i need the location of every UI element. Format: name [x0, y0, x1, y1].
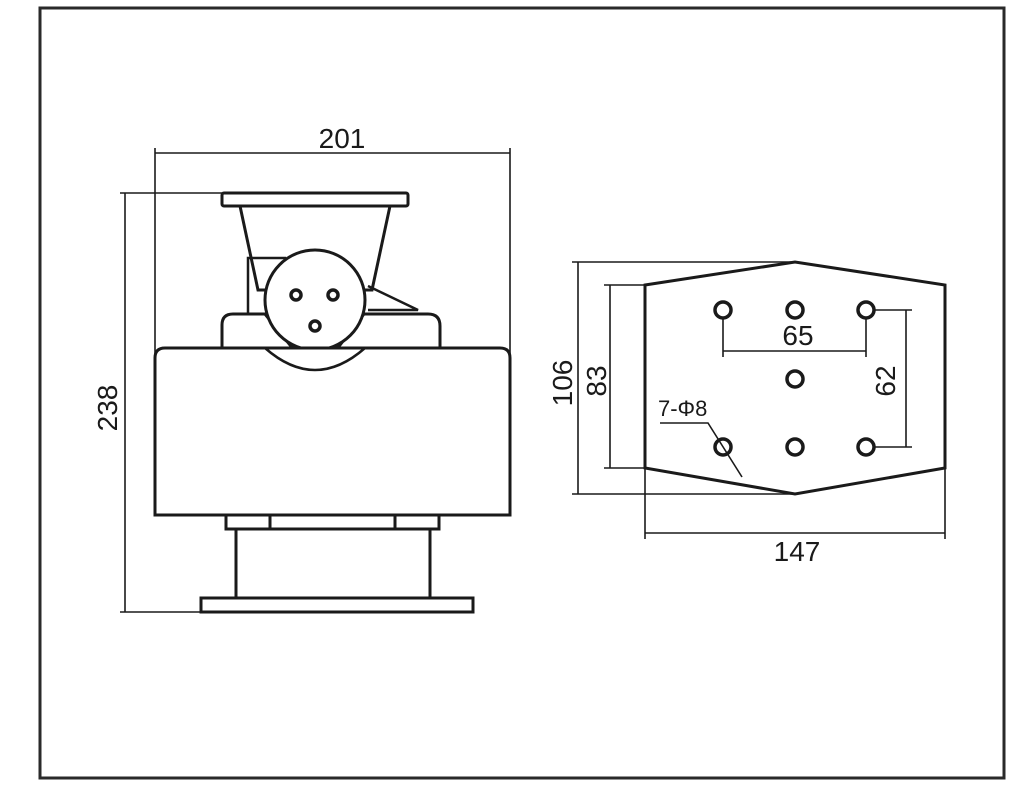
- connector-circle: [263, 248, 367, 352]
- hole-spec-callout: 7-Φ8: [658, 396, 743, 478]
- dimension-label-201: 201: [319, 123, 366, 154]
- dimension-label-83: 83: [581, 365, 612, 396]
- horn-flange: [220, 191, 410, 208]
- dimension-height-83: 83: [581, 284, 645, 469]
- main-body: [153, 346, 512, 517]
- side-bracket-diagonal: [367, 284, 419, 312]
- dimension-label-238: 238: [92, 385, 123, 432]
- mounting-hole-3: [856, 300, 876, 320]
- dimension-label-106: 106: [547, 360, 578, 407]
- dimension-label-147: 147: [774, 536, 821, 567]
- dimension-label-62: 62: [870, 365, 901, 396]
- connector-pin-3: [308, 319, 322, 333]
- mounting-hole-7: [856, 437, 876, 457]
- hole-spec-label: 7-Φ8: [658, 396, 707, 421]
- mounting-hole-4: [785, 369, 805, 389]
- drawing-frame: [38, 6, 1006, 780]
- dimension-height-106: 106: [547, 261, 795, 495]
- foot-right: [393, 513, 441, 531]
- dimension-width-201: 201: [154, 123, 511, 355]
- stand: [234, 527, 432, 600]
- front-view: 201 238: [92, 123, 512, 614]
- mounting-hole-6: [785, 437, 805, 457]
- connector-pin-1: [289, 288, 303, 302]
- dimension-label-65: 65: [782, 320, 813, 351]
- mounting-hole-2: [785, 300, 805, 320]
- connector-arc: [264, 347, 366, 372]
- base-plate: [199, 596, 475, 614]
- mounting-hole-1: [713, 300, 733, 320]
- connector-pin-2: [326, 288, 340, 302]
- foot-left: [224, 513, 272, 531]
- mounting-plate-view: 106 83 147 65 62: [547, 260, 947, 567]
- dimension-width-147: 147: [644, 468, 946, 567]
- dimension-height-238: 238: [92, 192, 222, 613]
